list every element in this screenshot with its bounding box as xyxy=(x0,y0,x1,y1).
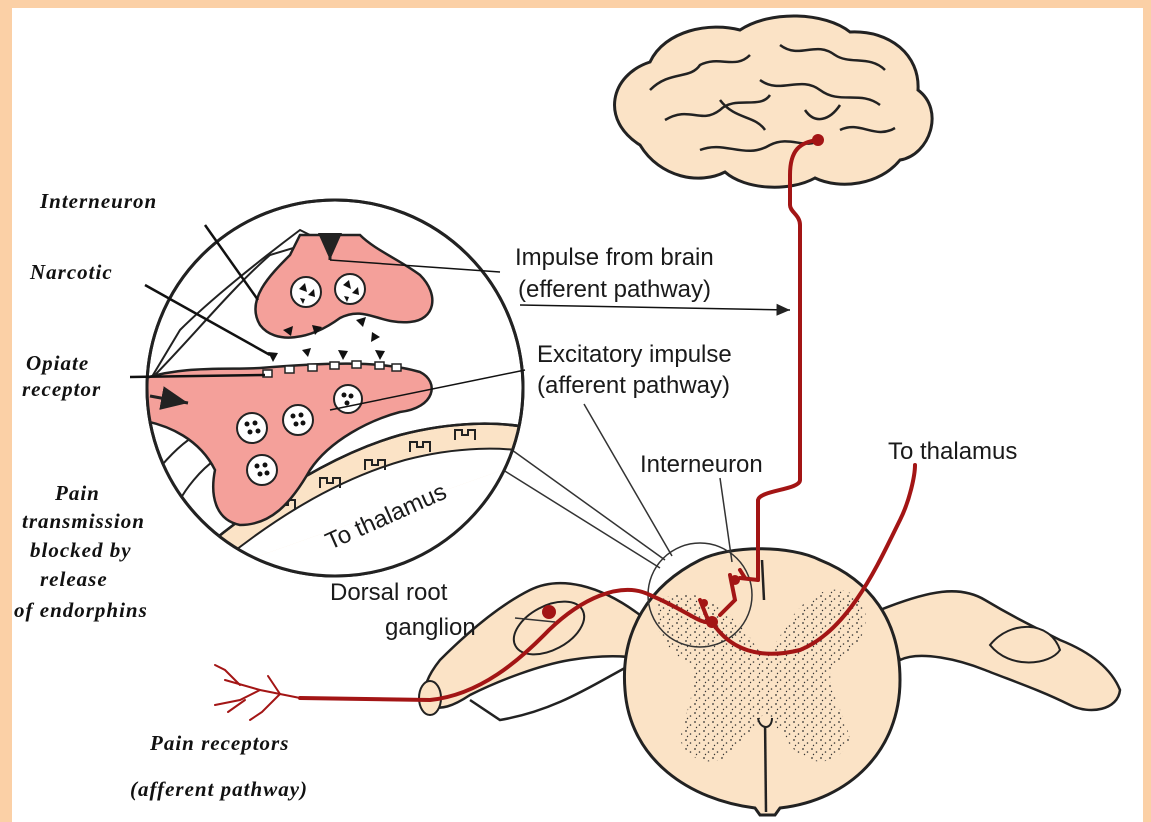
to-thalamus-label: To thalamus xyxy=(888,438,1017,465)
opiate-receptor-label-line1: Opiate xyxy=(26,351,89,375)
narcotic-label: Narcotic xyxy=(29,260,113,284)
brain xyxy=(615,16,933,187)
dorsal-root-label-line2: ganglion xyxy=(385,614,476,641)
pain-receptors-label-line2: (afferent pathway) xyxy=(130,777,308,801)
synapse-inset: To thalamus xyxy=(140,200,560,600)
impulse-brain-label-line1: Impulse from brain xyxy=(515,244,714,271)
spinal-cord xyxy=(419,543,1120,815)
opiate-receptor-label-line2: receptor xyxy=(22,377,101,401)
pain-blocked-label-line5: of endorphins xyxy=(14,598,148,622)
pain-blocked-label-line4: release xyxy=(40,567,108,591)
pain-receptor-endings xyxy=(215,665,300,720)
excitatory-label-line2: (afferent pathway) xyxy=(537,372,730,399)
interneuron-label-left: Interneuron xyxy=(39,189,157,213)
impulse-brain-label-line2: (efferent pathway) xyxy=(518,276,711,303)
pain-receptors-label-line1: Pain receptors xyxy=(149,731,289,755)
pain-blocked-label-line3: blocked by xyxy=(30,538,132,562)
pain-blocked-label-line1: Pain xyxy=(54,481,100,505)
dorsal-root-label-line1: Dorsal root xyxy=(330,579,448,606)
interneuron-label-right: Interneuron xyxy=(640,451,763,478)
pain-blocked-label-line2: transmission xyxy=(22,509,145,533)
excitatory-label-line1: Excitatory impulse xyxy=(537,341,732,368)
